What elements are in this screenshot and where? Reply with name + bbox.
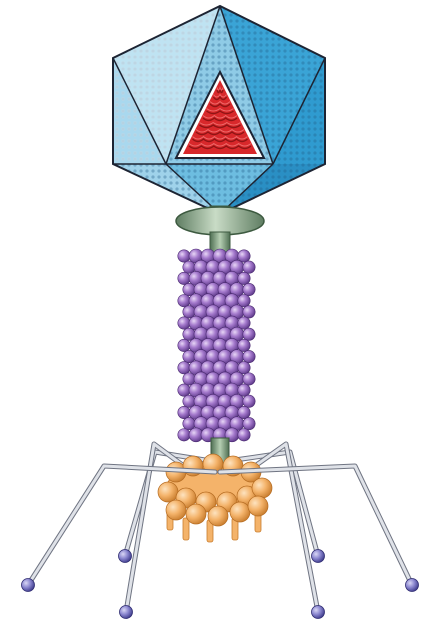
- sheath-subunit: [243, 395, 255, 407]
- sheath-subunit: [243, 261, 255, 273]
- sheath-subunit: [238, 295, 250, 307]
- sheath-subunit: [178, 317, 190, 329]
- baseplate-pin: [183, 518, 189, 540]
- collar-disc-icon: [176, 206, 264, 254]
- sheath-subunit: [243, 306, 255, 318]
- sheath-subunit: [243, 373, 255, 385]
- tail-sheath-icon: [178, 249, 255, 442]
- sheath-subunit: [178, 362, 190, 374]
- baseplate-icon: [158, 454, 272, 542]
- baseplate-subunit: [252, 478, 272, 498]
- fiber-tip: [119, 550, 132, 563]
- sheath-subunit: [238, 317, 250, 329]
- sheath-subunit: [238, 384, 250, 396]
- sheath-subunit: [238, 272, 250, 284]
- fiber-tip: [120, 606, 133, 619]
- sheath-subunit: [183, 283, 195, 295]
- sheath-subunit: [178, 295, 190, 307]
- sheath-subunit: [183, 395, 195, 407]
- sheath-subunit: [238, 429, 250, 441]
- sheath-subunit: [178, 339, 190, 351]
- fiber-tip: [22, 579, 35, 592]
- baseplate-subunit: [248, 496, 268, 516]
- sheath-subunit: [238, 250, 250, 262]
- sheath-subunit: [243, 417, 255, 429]
- sheath-subunit: [183, 373, 195, 385]
- baseplate-subunit: [208, 506, 228, 526]
- sheath-subunit: [238, 339, 250, 351]
- sheath-subunit: [183, 328, 195, 340]
- sheath-subunit: [178, 272, 190, 284]
- sheath-subunit: [183, 417, 195, 429]
- fiber-tip: [406, 579, 419, 592]
- sheath-subunit: [238, 362, 250, 374]
- sheath-subunit: [238, 406, 250, 418]
- baseplate-subunit: [186, 504, 206, 524]
- fiber-tip: [312, 550, 325, 563]
- sheath-subunit: [243, 350, 255, 362]
- fiber-tip: [312, 606, 325, 619]
- sheath-subunit: [183, 350, 195, 362]
- sheath-subunit: [243, 283, 255, 295]
- sheath-subunit: [243, 328, 255, 340]
- sheath-subunit: [178, 250, 190, 262]
- baseplate-subunit: [158, 482, 178, 502]
- baseplate-subunit: [166, 500, 186, 520]
- sheath-subunit: [178, 406, 190, 418]
- baseplate-subunit: [230, 502, 250, 522]
- sheath-subunit: [178, 429, 190, 441]
- sheath-subunit: [183, 261, 195, 273]
- collar-disc: [176, 207, 264, 235]
- sheath-subunit: [183, 306, 195, 318]
- sheath-subunit: [178, 384, 190, 396]
